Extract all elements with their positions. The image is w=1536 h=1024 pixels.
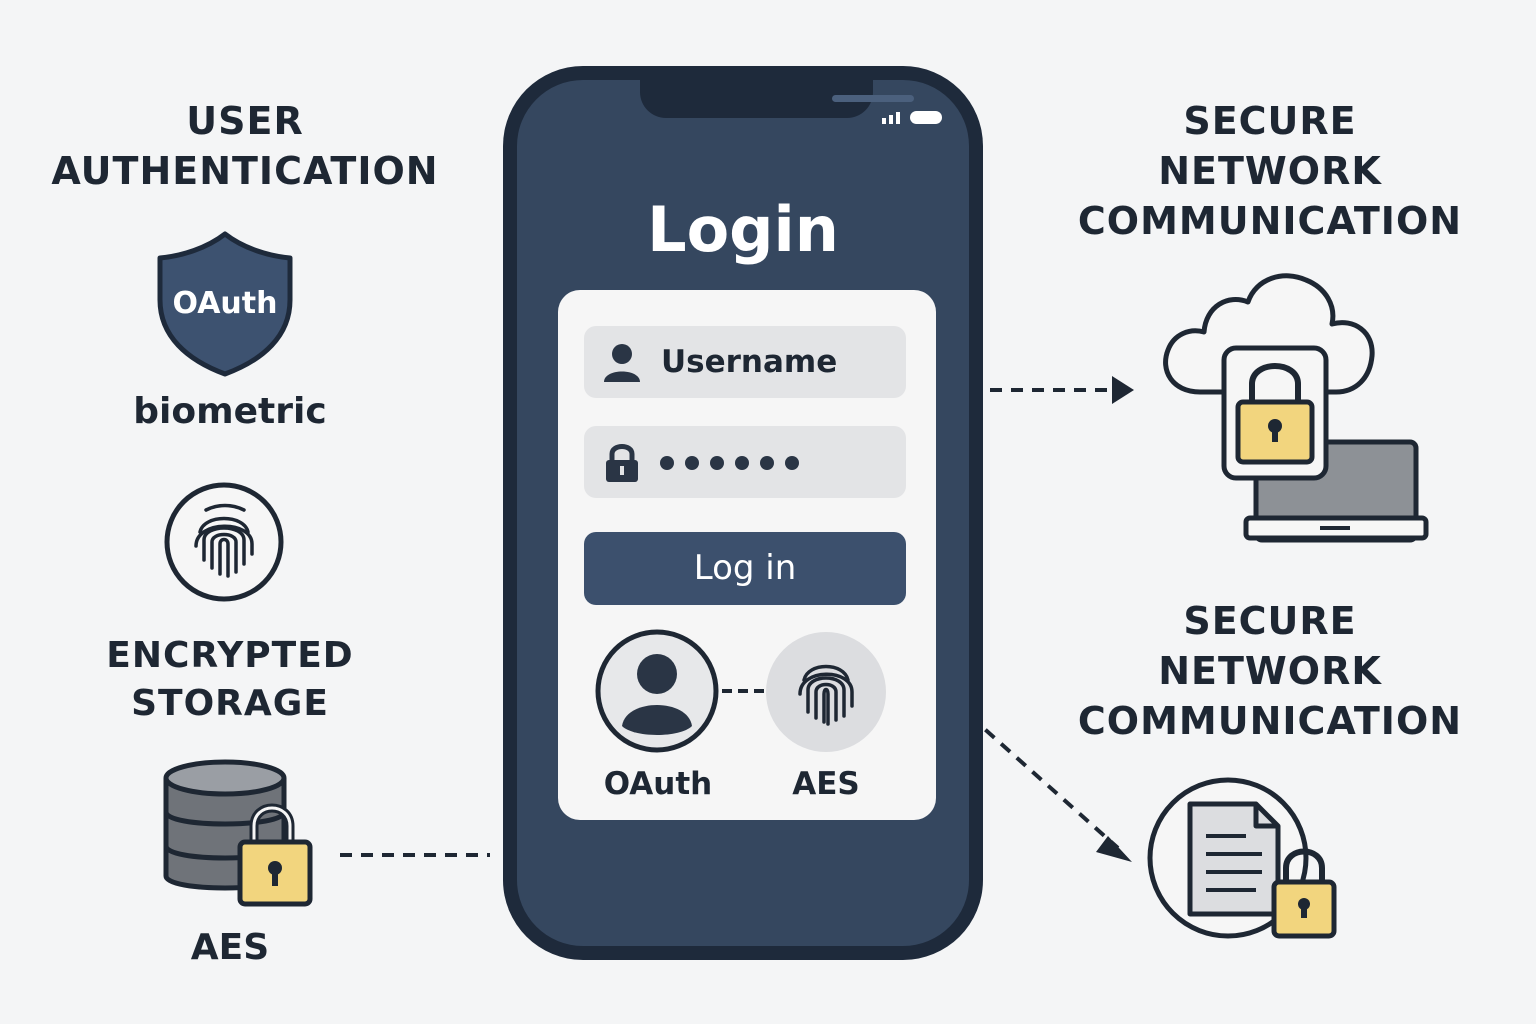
oauth-shield-icon: [157, 231, 293, 377]
username-placeholder: Username: [661, 344, 838, 380]
document-lock-icon: [1147, 777, 1337, 939]
fingerprint-icon: [164, 482, 284, 602]
secure-network-heading-top: SECURE NETWORK COMMUNICATION: [1077, 99, 1463, 243]
password-dot: [710, 456, 724, 470]
password-dot: [685, 456, 699, 470]
lock-icon: [606, 444, 638, 482]
battery-icon: [910, 111, 942, 124]
user-icon: [604, 344, 640, 382]
user-authentication-heading: USER AUTHENTICATION: [51, 99, 439, 193]
login-button[interactable]: Log in: [584, 532, 906, 605]
encrypted-storage-heading: ENCRYPTED STORAGE: [106, 635, 354, 724]
aes-storage-label: AES: [190, 927, 270, 968]
password-dot: [735, 456, 749, 470]
aes-method-label: AES: [792, 766, 860, 802]
connector-phone-document: [858, 616, 1120, 850]
password-field[interactable]: [584, 426, 906, 498]
cloud-lock-laptop-icon: [1163, 273, 1429, 543]
biometric-label: biometric: [133, 391, 327, 432]
signal-icon: [882, 112, 900, 124]
secure-network-heading-bottom: SECURE NETWORK COMMUNICATION: [1077, 599, 1463, 743]
password-dot: [785, 456, 799, 470]
password-dots: [660, 455, 810, 474]
login-title: Login: [647, 193, 839, 266]
aes-fingerprint-icon[interactable]: [764, 630, 888, 754]
speaker-grille: [832, 95, 914, 102]
oauth-avatar-icon[interactable]: [594, 628, 720, 754]
phone-mockup: Login Username Log in: [503, 66, 983, 960]
oauth-shield-label: OAuth: [172, 286, 278, 321]
oauth-method-label: OAuth: [603, 766, 713, 802]
login-card: Username Log in: [558, 290, 936, 820]
encrypted-database-icon: [163, 759, 313, 907]
phone-notch: [640, 80, 914, 118]
method-link-dash: [722, 689, 766, 693]
arrowhead-cloud: [1112, 376, 1134, 404]
arrowhead-document: [1096, 836, 1132, 862]
password-dot: [760, 456, 774, 470]
password-dot: [660, 456, 674, 470]
phone-screen: Login Username Log in: [517, 80, 969, 946]
username-field[interactable]: Username: [584, 326, 906, 398]
